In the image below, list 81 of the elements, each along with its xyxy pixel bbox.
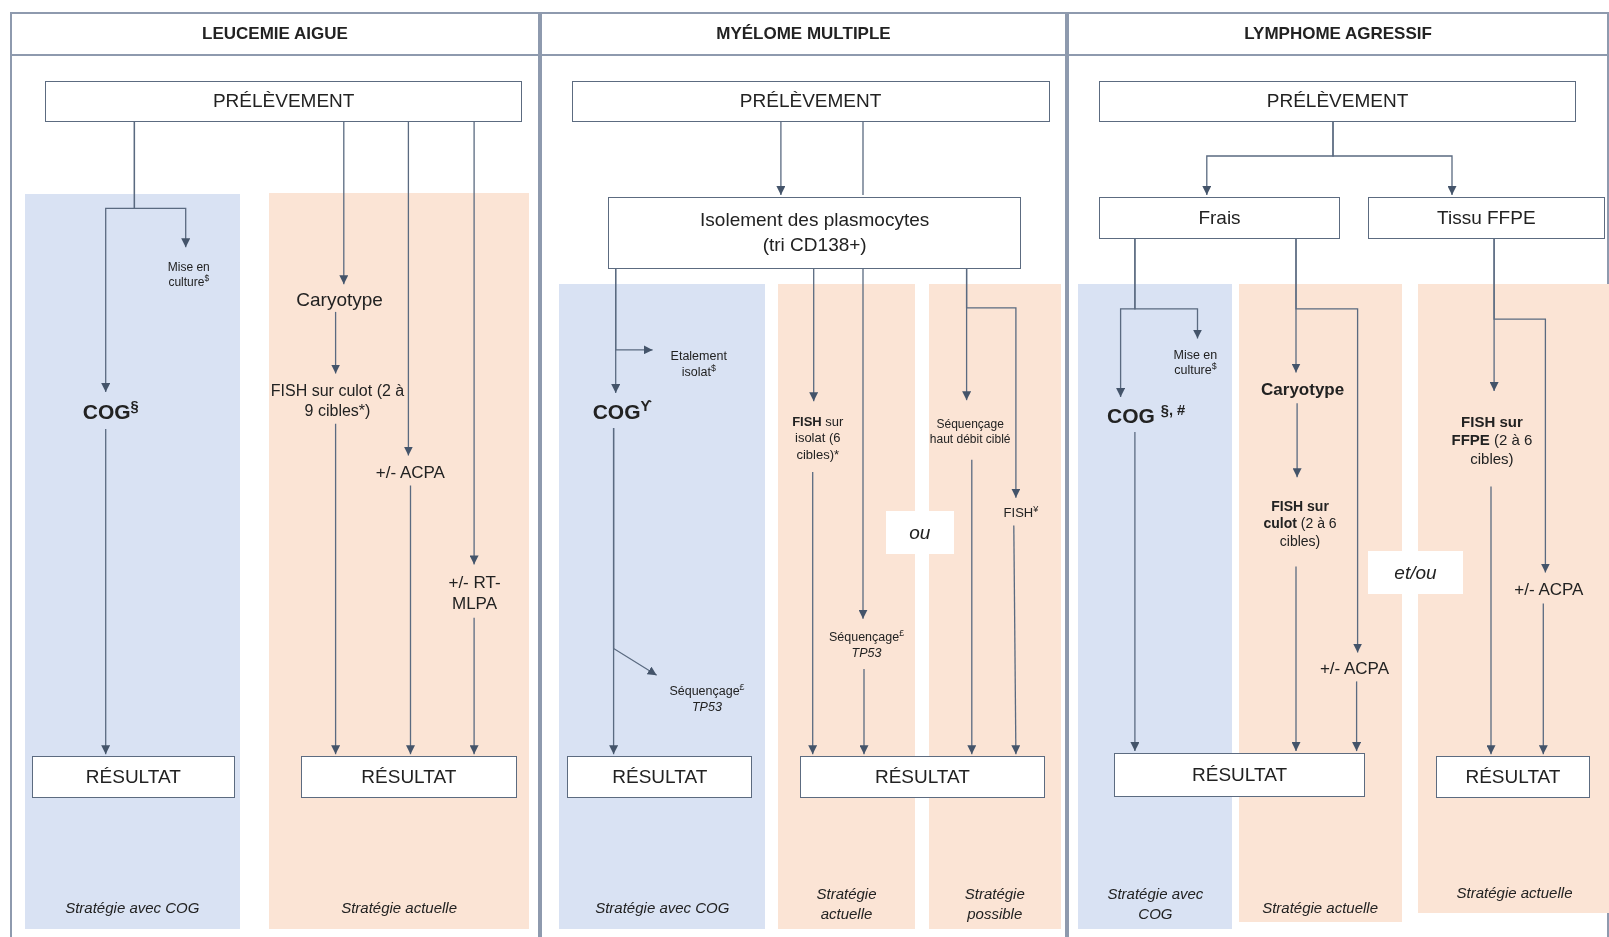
arrow [1011, 524, 1021, 755]
step-label: COG$^{ϒ}$ [583, 395, 661, 430]
band-caption: Stratégie possible [963, 884, 1026, 925]
arrow [101, 428, 111, 755]
column-header: LEUCEMIE AIGUE [12, 14, 538, 57]
column-panel [1067, 12, 1609, 937]
step-label: COG$^{§}$ [71, 393, 150, 431]
process-box [608, 196, 1021, 269]
band-caption: Stratégie actuelle [815, 884, 878, 925]
step-label: FISH$^{¥}$ [991, 499, 1051, 528]
step-label: +/- ACPA [1502, 574, 1596, 606]
step-label: FISH sur isolat (6 cibles)* [775, 403, 860, 474]
process-box: RÉSULTAT [800, 756, 1045, 799]
column-header: MYÉLOME MULTIPLE [541, 14, 1066, 57]
step-label: +/- ACPA [1307, 654, 1402, 684]
process-box: Tissu FFPE [1367, 196, 1605, 239]
arrow [331, 423, 341, 755]
process-box: RÉSULTAT [1435, 756, 1591, 799]
step-label: FISH sur FFPE (2 à 6 cibles) [1448, 392, 1536, 489]
process-box: PRÉLÈVEMENT [571, 81, 1050, 123]
process-box: RÉSULTAT [1114, 753, 1365, 798]
band-caption: Stratégie avec COG [64, 898, 201, 919]
box-text: Isolement des plasmocytes (tri CD138+) [699, 208, 931, 257]
strategy-band [268, 192, 530, 929]
process-box: RÉSULTAT [31, 756, 235, 799]
arrow [809, 266, 819, 402]
arrow [406, 484, 415, 755]
step-label: Caryotype [285, 286, 394, 314]
step-label: Etalement isolat$^{$}$ [654, 337, 743, 392]
arrow [776, 119, 786, 196]
step-label: Séquençage$^{£}$ TP53 [654, 677, 760, 723]
process-box: RÉSULTAT [567, 756, 753, 799]
arrow [1134, 236, 1202, 340]
arrow [331, 311, 341, 375]
process-box: PRÉLÈVEMENT [1098, 81, 1577, 123]
arrow [1292, 402, 1302, 478]
step-label: Mise en culture$^{$}$ [1159, 340, 1232, 386]
connector-note: et/ou [1367, 551, 1464, 595]
column-panel [10, 12, 540, 937]
step-label: Caryotype [1252, 374, 1353, 406]
arrow [469, 119, 479, 566]
arrow [1538, 602, 1548, 755]
arrow [339, 119, 349, 285]
strategy-band [559, 284, 766, 929]
arrow [469, 617, 479, 755]
step-label: +/- ACPA [363, 457, 458, 488]
connector-note: ou [885, 510, 955, 555]
process-box: Frais [1098, 196, 1341, 239]
arrow [403, 119, 413, 457]
arrow [1332, 119, 1457, 196]
step-label: Séquençage haut débit ciblé [926, 402, 1014, 462]
step-label: Séquençage$^{£}$ TP53 [815, 620, 918, 672]
band-caption: Stratégie avec COG [594, 898, 731, 919]
arrow [1352, 680, 1362, 752]
step-label: +/- RT- MLPA [438, 566, 511, 620]
strategy-band [24, 193, 241, 929]
arrow [1486, 485, 1496, 755]
band-caption: Stratégie avec COG [1106, 884, 1205, 925]
step-label: FISH sur culot (2 à 9 cibles*) [270, 375, 405, 426]
arrow [615, 266, 654, 355]
arrow [858, 266, 868, 620]
process-box: PRÉLÈVEMENT [45, 81, 523, 123]
arrow [1130, 431, 1140, 752]
band-caption: Stratégie actuelle [1455, 882, 1574, 903]
process-box: RÉSULTAT [300, 756, 518, 799]
arrow [1295, 236, 1363, 654]
arrow [612, 427, 658, 676]
arrow [1493, 236, 1550, 574]
arrow [859, 668, 869, 755]
step-label: Mise en culture$^{$}$ [149, 249, 228, 301]
arrow [808, 471, 818, 755]
arrow [967, 459, 977, 755]
step-label: COG $^{§, #}$ [1093, 399, 1199, 434]
column-panel [539, 12, 1068, 937]
arrow [133, 119, 191, 248]
arrow [1291, 565, 1301, 752]
band-caption: Stratégie actuelle [340, 898, 459, 919]
arrow [965, 266, 1021, 499]
step-label: FISH sur culot (2 à 6 cibles) [1258, 479, 1343, 569]
column-header: LYMPHOME AGRESSIF [1069, 14, 1607, 57]
band-caption: Stratégie actuelle [1261, 898, 1380, 919]
